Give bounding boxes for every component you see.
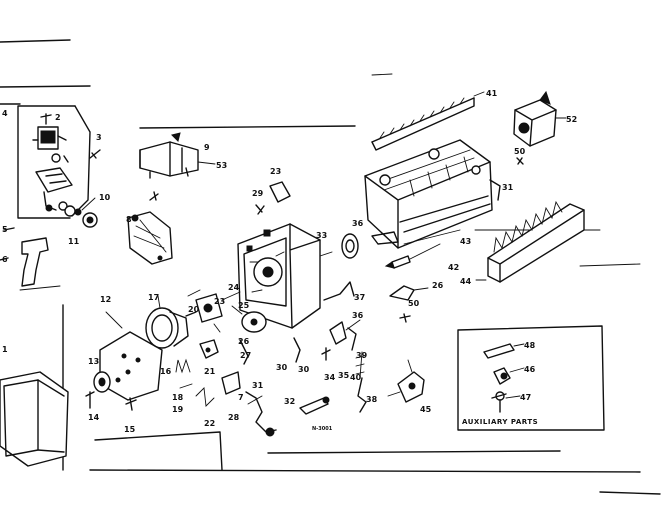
label-47: 47 [520,393,531,402]
part-17-motor [145,295,189,349]
label-13: 13 [88,357,99,366]
auxiliary-parts-title: AUXILIARY PARTS [462,418,538,426]
label-41: 41 [486,89,498,98]
label-27: 27 [240,351,251,360]
label-25: 25 [238,301,250,310]
label-50: 50 [408,299,420,308]
part-27-lever [239,339,249,365]
label-16: 16 [160,367,172,376]
part-22-wire [195,387,215,407]
label-31: 31 [252,381,264,390]
label-7: 7 [238,393,244,402]
label-45: 45 [420,405,432,414]
label-24: 24 [228,283,240,292]
part-6-water-tube [0,227,49,287]
label-23b: 23 [214,297,225,306]
part-32-connector [299,396,330,415]
label-5: 5 [2,225,8,234]
part-41-ejector-blade [371,91,485,151]
part-21-switch [199,339,219,359]
label-9: 9 [204,143,210,152]
part-33-module-housing [237,223,333,329]
part-31-wire-harness [245,391,277,437]
part-44-ice-stripper [475,200,585,283]
part-53-bracket [139,132,216,179]
label-20: 20 [188,305,200,314]
label-15: 15 [124,425,136,434]
label-52: 52 [566,115,577,124]
part-28-clip [221,371,241,395]
part-45-feeler-arm [387,359,425,403]
label-2: 2 [55,113,61,122]
label-33: 33 [316,231,327,240]
frame-lines [0,39,661,495]
label-23: 23 [270,167,281,176]
small-fasteners [40,113,524,411]
label-12: 12 [100,295,111,304]
part-52-thermostat [513,90,567,147]
label-36: 36 [352,219,364,228]
label-18: 18 [172,393,184,402]
label-19: 19 [172,405,184,414]
label-1: 1 [2,345,8,354]
part-42-heater [384,243,441,269]
label-34: 34 [324,373,336,382]
label-46: 46 [524,365,536,374]
label-35: 35 [338,371,350,380]
label-38: 38 [366,395,378,404]
label-43: 43 [460,237,471,246]
part-1-water-valve [32,126,73,212]
part-37-wire [323,281,355,301]
part-13-switch-plate [93,311,163,401]
label-3: 3 [96,133,102,142]
label-29: 29 [252,189,264,198]
label-39: 39 [356,351,368,360]
label-31b: 31 [502,183,514,192]
label-37: 37 [354,293,365,302]
part-1-box-cover [0,371,69,467]
part-40-screw [321,347,331,361]
label-26b: 26 [432,281,444,290]
label-44: 44 [460,277,472,286]
label-30: 30 [276,363,288,372]
label-40: 40 [350,373,362,382]
part-31-ice-mold [364,139,501,249]
part-20-gear-assembly [185,289,241,333]
part-36-seal-ring [341,233,359,259]
corner-code: N-3001 [312,426,333,432]
auxiliary-parts-box [457,325,605,431]
label-32: 32 [284,397,295,406]
part-35-lever-arm [329,319,361,345]
label-8: 8 [126,215,132,224]
label-30b: 30 [298,365,310,374]
part-26-fill-cup [389,285,429,301]
part-30-wire [293,337,301,363]
part-38-spring [355,351,367,413]
label-11: 11 [68,237,80,246]
part-39-wire-arm [347,327,357,351]
label-28: 28 [228,413,240,422]
label-48: 48 [524,341,536,350]
label-17: 17 [148,293,159,302]
part-4-bracket-box [17,105,91,219]
part-labels: 2 3 4 5 6 7 8 9 10 11 12 13 14 15 16 17 … [2,89,577,434]
label-26: 26 [238,337,250,346]
label-4: 4 [2,109,8,118]
label-22: 22 [204,419,215,428]
part-25-cam [231,305,267,333]
label-14: 14 [88,413,100,422]
label-42: 42 [448,263,459,272]
label-10: 10 [99,193,111,202]
label-36b: 36 [352,311,364,320]
part-19-spring [175,358,193,389]
label-21: 21 [204,367,216,376]
label-53: 53 [216,161,227,170]
part-8-mounting-plate [127,211,173,265]
label-50b: 50 [514,147,526,156]
label-6: 6 [2,255,8,264]
